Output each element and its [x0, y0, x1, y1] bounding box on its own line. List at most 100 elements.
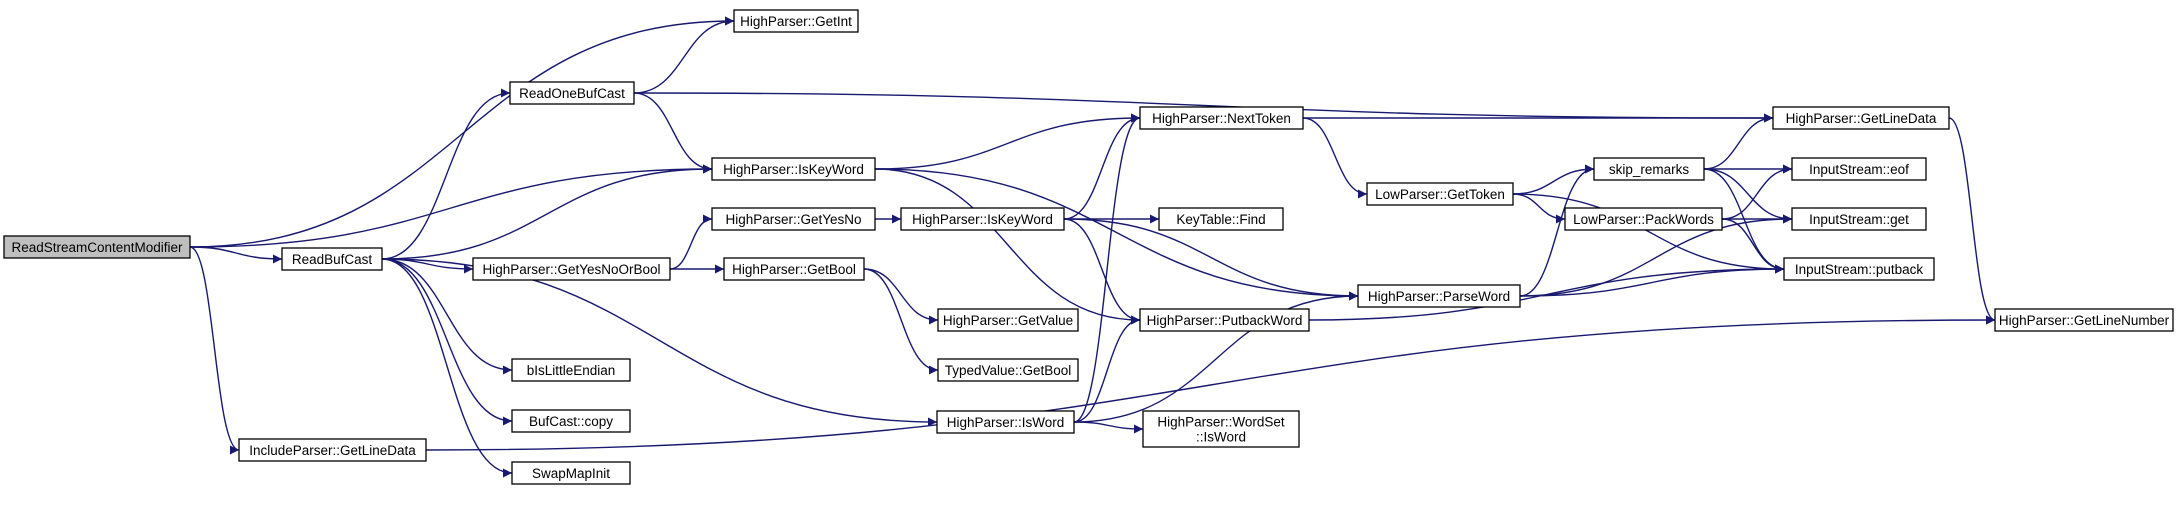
node-label: HighParser::IsKeyWord: [723, 162, 864, 177]
edge-getbool-to-typedvaluegetbool: [863, 268, 939, 375]
edge-root-to-readbufcast: [189, 246, 283, 264]
node-skipremarks[interactable]: skip_remarks: [1593, 157, 1705, 181]
node-getlinenumber[interactable]: HighParser::GetLineNumber: [1994, 308, 2174, 332]
node-putback[interactable]: InputStream::putback: [1783, 257, 1935, 281]
node-readonebufcast[interactable]: ReadOneBufCast: [509, 81, 635, 105]
node-parseword[interactable]: HighParser::ParseWord: [1357, 284, 1521, 308]
node-bislittleendian[interactable]: bIsLittleEndian: [511, 358, 631, 382]
node-getvalue[interactable]: HighParser::GetValue: [937, 308, 1079, 332]
node-includeparser[interactable]: IncludeParser::GetLineData: [238, 438, 427, 462]
node-packwords[interactable]: LowParser::PackWords: [1564, 207, 1723, 231]
edge-lowgettoken-to-skipremarks: [1512, 164, 1595, 195]
node-readbufcast[interactable]: ReadBufCast: [281, 247, 383, 271]
node-label: HighParser::GetLineData: [1786, 111, 1937, 126]
edge-packwords-to-eof: [1721, 164, 1793, 220]
node-box: [1791, 207, 1927, 231]
node-label: ReadStreamContentModifier: [11, 240, 183, 255]
node-getyesnoorbool[interactable]: HighParser::GetYesNoOrBool: [472, 257, 671, 281]
node-box: [1593, 157, 1705, 181]
edge-readbufcast-to-isword: [381, 258, 938, 427]
node-box: [723, 257, 865, 281]
node-box: [1564, 207, 1723, 231]
node-getyesno[interactable]: HighParser::GetYesNo: [711, 207, 876, 231]
edge-includeparser-to-getlinenumber: [425, 315, 1996, 451]
edge-readbufcast-to-iskeyword1: [381, 164, 713, 260]
node-label: HighParser::NextToken: [1152, 111, 1291, 126]
node-putbackword[interactable]: HighParser::PutbackWord: [1139, 308, 1310, 332]
node-box: [1357, 284, 1521, 308]
node-box: [472, 257, 671, 281]
edge-readonebufcast-to-iskeyword1: [633, 92, 713, 174]
node-label: SwapMapInit: [532, 466, 610, 481]
edge-isword-to-putbackword: [1073, 315, 1141, 423]
node-keytablefind[interactable]: KeyTable::Find: [1158, 207, 1284, 231]
node-label: HighParser::GetBool: [732, 262, 856, 277]
edge-getyesnoorbool-to-getyesno: [669, 214, 713, 270]
node-label: ReadOneBufCast: [519, 86, 625, 101]
node-box: [1772, 106, 1950, 130]
node-getbool[interactable]: HighParser::GetBool: [723, 257, 865, 281]
node-label: LowParser::GetToken: [1375, 187, 1505, 202]
node-typedvaluegetbool[interactable]: TypedValue::GetBool: [937, 358, 1079, 382]
node-nexttoken[interactable]: HighParser::NextToken: [1139, 106, 1304, 130]
edge-getlinedata-to-getlinenumber: [1948, 117, 1996, 325]
node-box: [711, 157, 876, 181]
node-label: ::IsWord: [1196, 430, 1246, 445]
node-root[interactable]: ReadStreamContentModifier: [3, 235, 191, 259]
node-label: HighParser::IsWord: [947, 415, 1065, 430]
node-iskeyword1[interactable]: HighParser::IsKeyWord: [711, 157, 876, 181]
node-label: InputStream::get: [1809, 212, 1909, 227]
node-isword[interactable]: HighParser::IsWord: [936, 410, 1075, 434]
node-label: InputStream::eof: [1809, 162, 1909, 177]
node-label: LowParser::PackWords: [1573, 212, 1714, 227]
node-get[interactable]: InputStream::get: [1791, 207, 1927, 231]
node-box: [1142, 410, 1300, 448]
edge-iskeyword2-to-nexttoken: [1063, 113, 1141, 220]
node-box: [1791, 157, 1927, 181]
edge-skipremarks-to-get: [1703, 168, 1793, 224]
node-getlinedata[interactable]: HighParser::GetLineData: [1772, 106, 1950, 130]
node-eof[interactable]: InputStream::eof: [1791, 157, 1927, 181]
edge-root-to-getint: [189, 16, 735, 248]
edge-nexttoken-to-lowgettoken: [1302, 117, 1368, 199]
edge-packwords-to-putback: [1721, 218, 1785, 274]
node-wordset[interactable]: HighParser::WordSet::IsWord: [1142, 410, 1300, 448]
edge-iskeyword1-to-putbackword: [874, 168, 1141, 325]
node-box: [511, 358, 631, 382]
node-label: IncludeParser::GetLineData: [249, 443, 416, 458]
node-swapmapinit[interactable]: SwapMapInit: [511, 461, 631, 485]
edge-skipremarks-to-getlinedata: [1703, 113, 1774, 170]
node-label: InputStream::putback: [1795, 262, 1924, 277]
node-box: [711, 207, 876, 231]
node-box: [1139, 106, 1304, 130]
node-box: [900, 207, 1065, 231]
node-label: bIsLittleEndian: [527, 363, 616, 378]
edge-iskeyword1-to-nexttoken: [874, 113, 1141, 170]
edge-parseword-to-skipremarks: [1519, 164, 1595, 297]
edge-iskeyword1-to-parseword: [874, 168, 1359, 301]
edge-iskeyword2-to-parseword: [1063, 218, 1359, 301]
edge-root-to-iskeyword1: [189, 164, 713, 248]
node-lowgettoken[interactable]: LowParser::GetToken: [1366, 182, 1514, 206]
node-label: HighParser::GetYesNo: [725, 212, 861, 227]
edge-isword-to-nexttoken: [1073, 113, 1141, 423]
edge-readbufcast-to-readonebufcast: [381, 88, 511, 260]
node-getint[interactable]: HighParser::GetInt: [733, 9, 859, 33]
edge-readonebufcast-to-getlinedata: [633, 92, 1774, 123]
node-box: [3, 235, 191, 259]
edge-readbufcast-to-bislittleendian: [381, 258, 513, 375]
node-label: HighParser::ParseWord: [1368, 289, 1510, 304]
node-label: HighParser::WordSet: [1157, 415, 1285, 430]
node-box: [937, 308, 1079, 332]
edge-iskeyword2-to-putbackword: [1063, 218, 1141, 325]
node-box: [1994, 308, 2174, 332]
node-box: [511, 461, 631, 485]
node-label: skip_remarks: [1609, 162, 1690, 177]
edge-readbufcast-to-bufcastcopy: [381, 258, 513, 426]
node-bufcastcopy[interactable]: BufCast::copy: [511, 409, 631, 433]
edge-isword-to-parseword: [1073, 291, 1359, 423]
node-iskeyword2[interactable]: HighParser::IsKeyWord: [900, 207, 1065, 231]
node-box: [509, 81, 635, 105]
node-box: [1783, 257, 1935, 281]
